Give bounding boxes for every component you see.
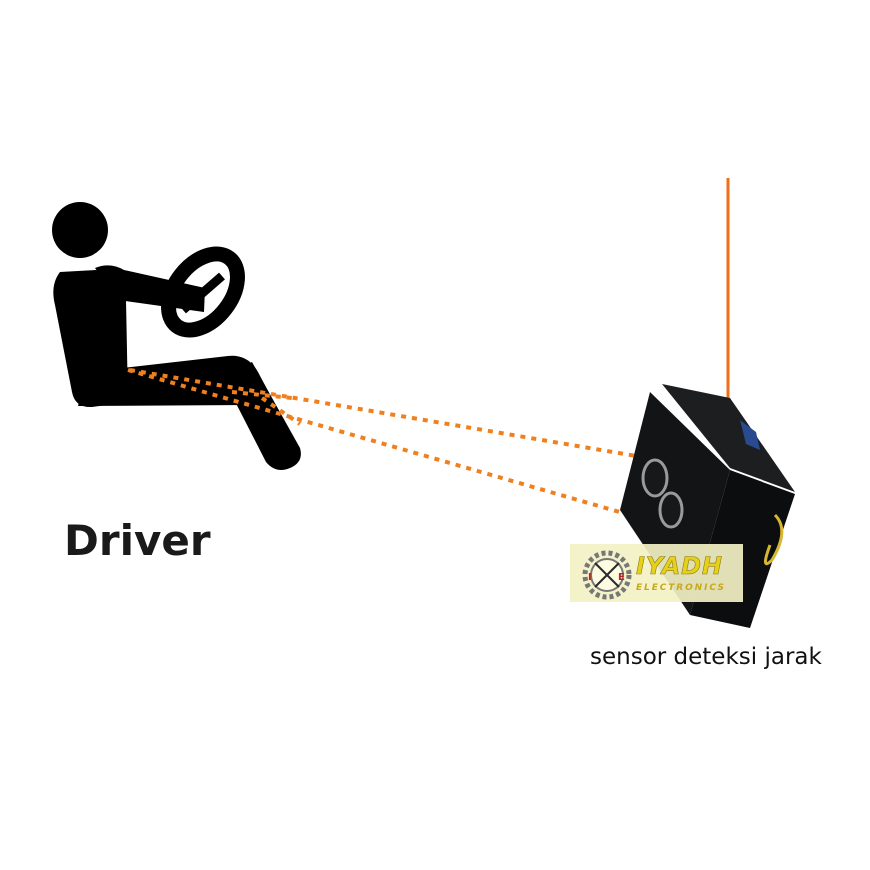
driver-arm — [95, 265, 205, 312]
driver-label: Driver — [64, 516, 211, 565]
logo-brand-text: IYADH — [636, 552, 722, 580]
logo-initial-e: E — [618, 572, 625, 583]
logo-sub-text: ELECTRONICS — [636, 583, 724, 593]
sensor-cable — [764, 513, 784, 566]
beam-upper-far — [129, 368, 649, 460]
sensor-accent — [740, 420, 760, 450]
watermark-logo: I E IYADH ELECTRONICS — [570, 544, 743, 602]
detection-beams — [127, 368, 669, 528]
beam-lower-near — [260, 396, 302, 426]
steering-wheel-icon — [161, 246, 245, 338]
sensor-transducer-lower — [658, 491, 684, 529]
gear-logo-icon — [582, 550, 632, 600]
sensor-transducer-upper — [641, 458, 669, 498]
logo-initial-i: I — [588, 572, 592, 583]
sensor-top-face — [662, 384, 795, 492]
driver-head — [52, 202, 108, 258]
sensor-label: sensor deteksi jarak — [590, 644, 822, 670]
driver-silhouette-icon — [52, 202, 301, 470]
driver-thigh — [78, 355, 270, 406]
